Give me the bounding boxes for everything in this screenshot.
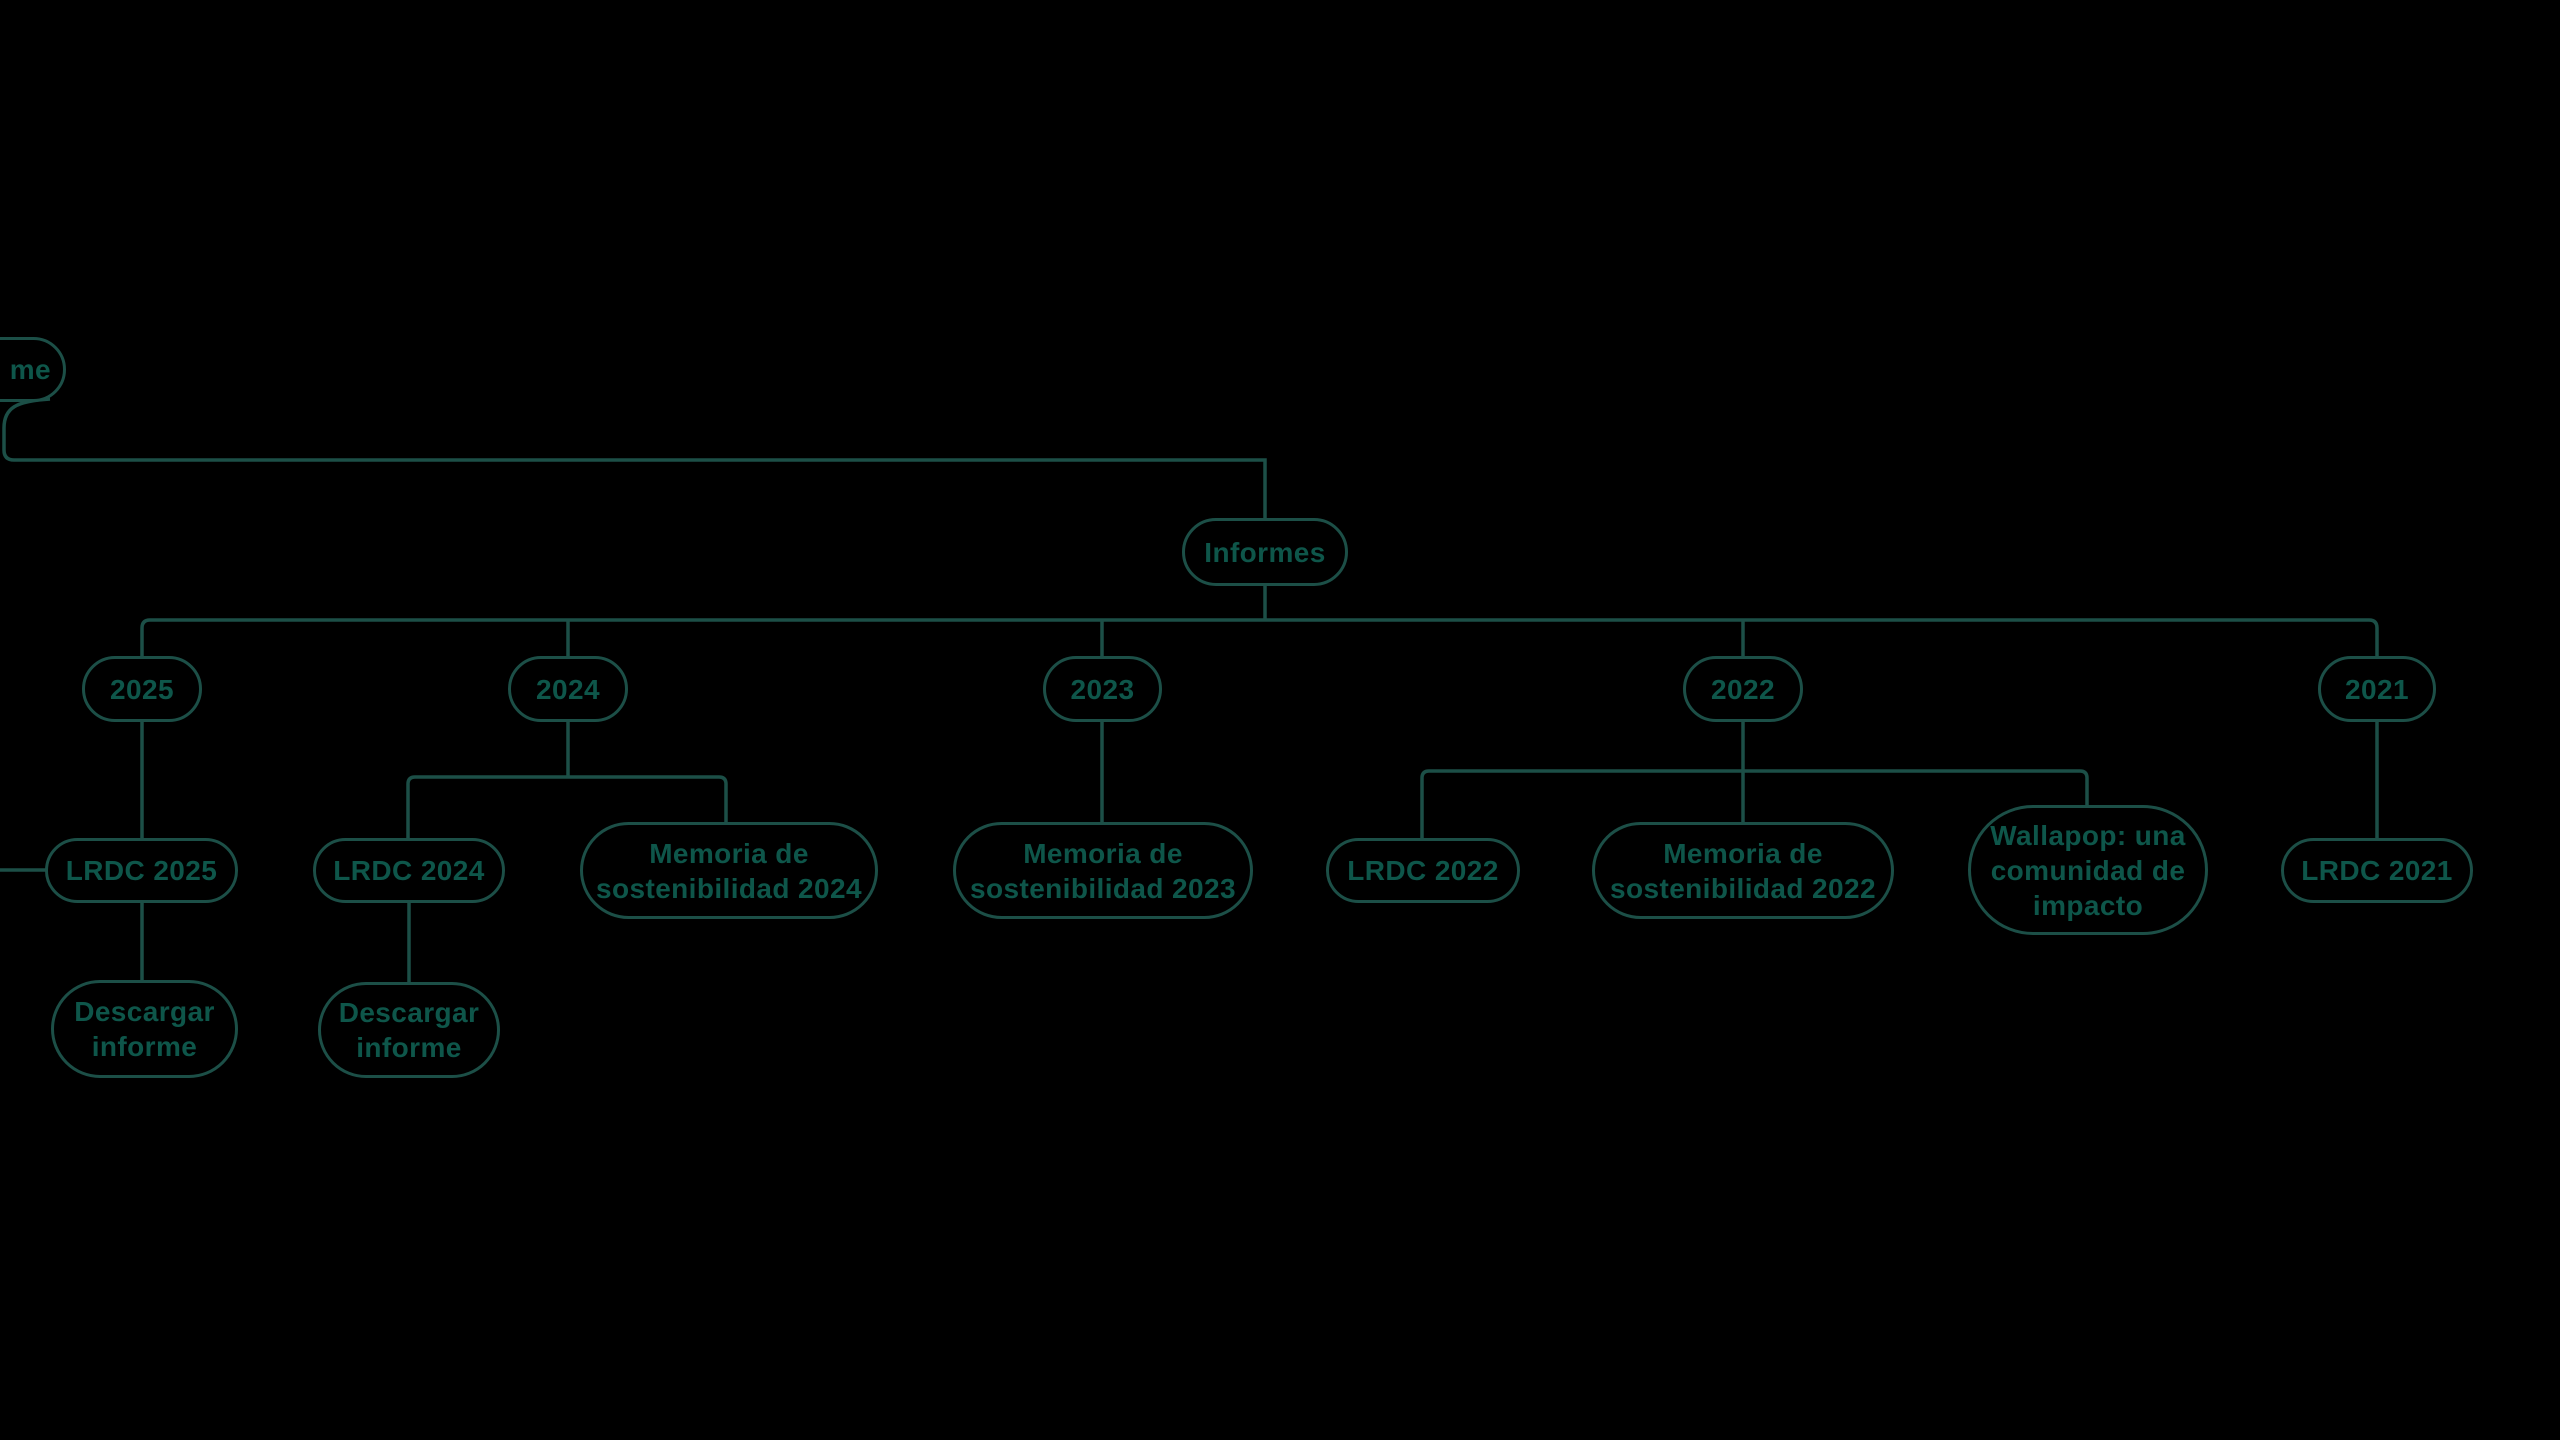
node-memoria-2024[interactable]: Memoria de sostenibilidad 2024 <box>580 822 878 919</box>
node-label-memoria-2024: Memoria de sostenibilidad 2024 <box>596 837 862 904</box>
node-year-2025[interactable]: 2025 <box>82 656 202 722</box>
node-year-2021[interactable]: 2021 <box>2318 656 2436 722</box>
node-lrdc-2021[interactable]: LRDC 2021 <box>2281 838 2473 903</box>
node-year-2022[interactable]: 2022 <box>1683 656 1803 722</box>
node-label-root-partial: me <box>9 354 51 385</box>
node-label-year-2024: 2024 <box>536 673 600 705</box>
node-label-lrdc-2025: LRDC 2025 <box>65 855 218 886</box>
node-descargar-2025[interactable]: Descargar informe <box>51 980 238 1078</box>
node-memoria-2023[interactable]: Memoria de sostenibilidad 2023 <box>953 822 1253 919</box>
node-label-year-2023: 2023 <box>1070 673 1135 705</box>
node-wallapop-comunidad[interactable]: Wallapop: una comunidad de impacto <box>1968 805 2208 935</box>
node-lrdc-2025[interactable]: LRDC 2025 <box>45 838 238 903</box>
edge-2022-children-rail <box>1420 769 2089 838</box>
node-label-memoria-2022: Memoria de sostenibilidad 2022 <box>1610 837 1876 904</box>
node-informes[interactable]: Informes <box>1182 518 1348 586</box>
node-year-2023[interactable]: 2023 <box>1043 656 1162 722</box>
node-lrdc-2022[interactable]: LRDC 2022 <box>1326 838 1520 903</box>
node-label-memoria-2023: Memoria de sostenibilidad 2023 <box>970 837 1236 904</box>
node-lrdc-2024[interactable]: LRDC 2024 <box>313 838 505 903</box>
node-label-lrdc-2022: LRDC 2022 <box>1347 855 1499 886</box>
edge-2024-children-rail <box>406 775 728 838</box>
node-label-lrdc-2021: LRDC 2021 <box>2301 855 2453 886</box>
node-descargar-2024[interactable]: Descargar informe <box>318 982 500 1078</box>
node-label-descargar-2025: Descargar informe <box>74 996 215 1062</box>
node-memoria-2022[interactable]: Memoria de sostenibilidad 2022 <box>1592 822 1894 919</box>
node-label-lrdc-2024: LRDC 2024 <box>333 855 485 886</box>
node-label-informes: Informes <box>1204 536 1326 568</box>
node-year-2024[interactable]: 2024 <box>508 656 628 722</box>
node-label-year-2021: 2021 <box>2345 673 2409 705</box>
node-root-partial[interactable]: me <box>0 337 66 402</box>
node-label-descargar-2024: Descargar informe <box>338 997 480 1063</box>
node-label-year-2025: 2025 <box>110 673 174 705</box>
edge-years-rail <box>140 618 2379 656</box>
node-label-wallapop-comunidad: Wallapop: una comunidad de impacto <box>1990 819 2186 921</box>
node-label-year-2022: 2022 <box>1711 673 1775 705</box>
edge-root-to-informes <box>2 397 1267 518</box>
